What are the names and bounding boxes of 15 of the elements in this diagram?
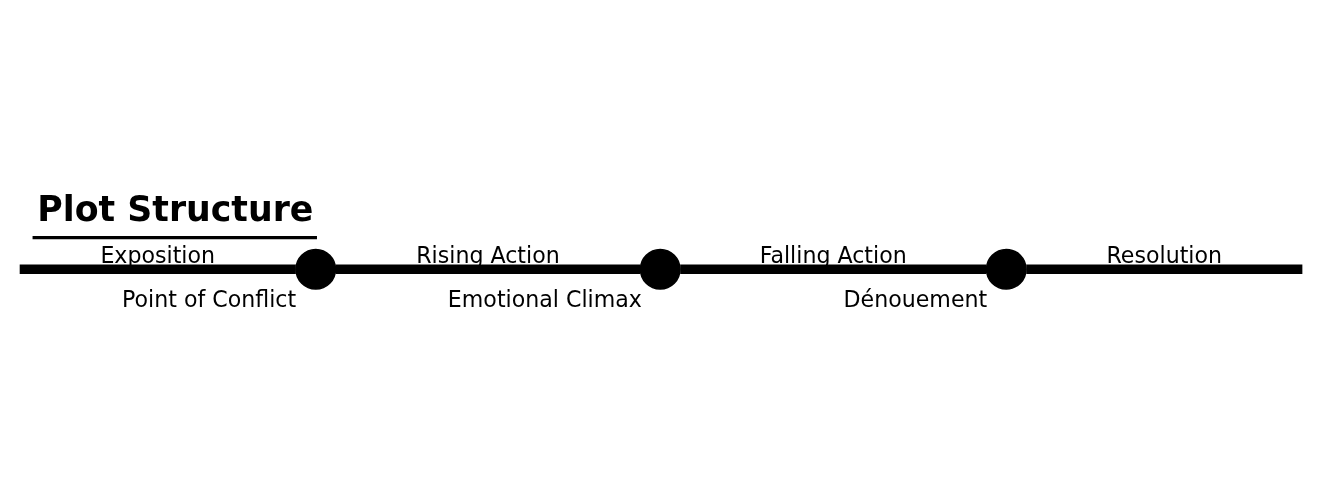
node-label: Point of Conflict (122, 285, 297, 312)
edge-label: Exposition (100, 241, 216, 268)
node-circle (295, 248, 337, 290)
node-label: Dénouement (843, 285, 988, 312)
connector (335, 264, 641, 274)
connector (1026, 264, 1303, 274)
node-circle (639, 248, 681, 290)
edge-label: Falling Action (759, 241, 907, 268)
node-circle (985, 248, 1027, 290)
edge-label: Rising Action (416, 241, 560, 268)
diagram-title: Plot Structure (37, 188, 314, 229)
node-label: Emotional Climax (447, 285, 642, 312)
connector (680, 264, 987, 274)
edge-label: Resolution (1106, 241, 1223, 268)
connector (19, 264, 296, 274)
